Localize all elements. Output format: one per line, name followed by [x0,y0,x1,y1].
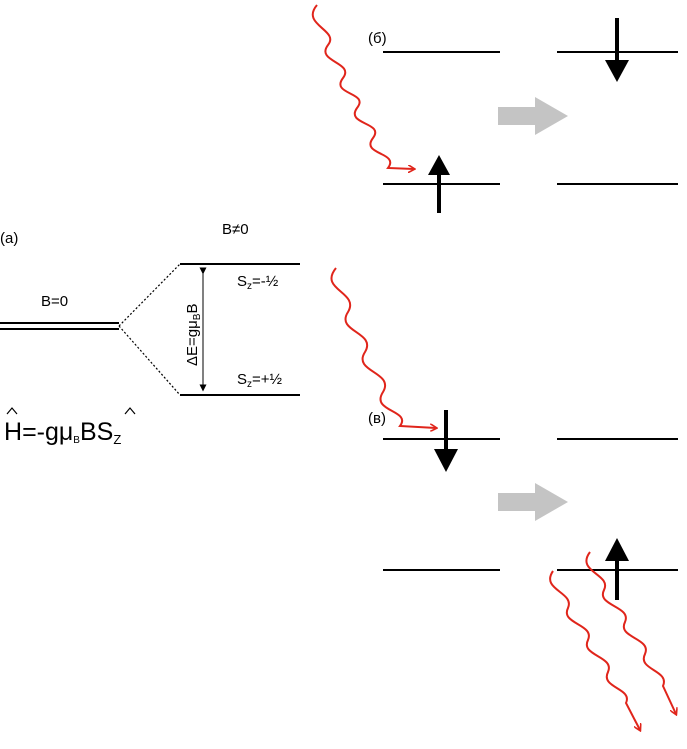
operator-hat-h [6,407,18,415]
panel-b-label: (б) [368,30,387,47]
energy-gap-label: ΔE=gμBB [184,304,203,366]
hamiltonian-formula: H=-gμBBSZ [4,418,121,447]
spin-up-arrow-icon [605,538,629,600]
b-nonzero-label: B≠0 [222,221,249,238]
emitted-photon-arrow-icon [585,551,676,714]
spin-down-arrow-icon [605,18,629,82]
b-zero-label: B=0 [41,293,68,310]
panel-c: (в) [330,267,678,730]
photon-wavy-arrow-icon [330,267,436,428]
splitting-line-down [118,325,181,396]
hamiltonian: H=-gμBBSZ [4,407,136,447]
panel-a: (a) B≠0 B=0 ΔE=gμBB Sz=-½ Sz=+½ H=-gμBBS… [0,221,300,447]
operator-hat-s [124,407,136,415]
lower-state-label: Sz=+½ [237,371,283,390]
emitted-photon-arrow-icon [549,570,640,730]
spin-down-arrow-icon [434,410,458,472]
splitting-line-up [118,263,181,327]
panel-a-label: (a) [0,230,18,247]
transition-arrow-icon [498,97,568,135]
spin-up-arrow-icon [428,155,450,213]
panel-c-label: (в) [368,410,386,427]
panel-b: (б) [311,4,678,213]
upper-state-label: Sz=-½ [237,273,279,292]
transition-arrow-icon [498,483,568,521]
photon-wavy-arrow-icon [311,4,414,169]
